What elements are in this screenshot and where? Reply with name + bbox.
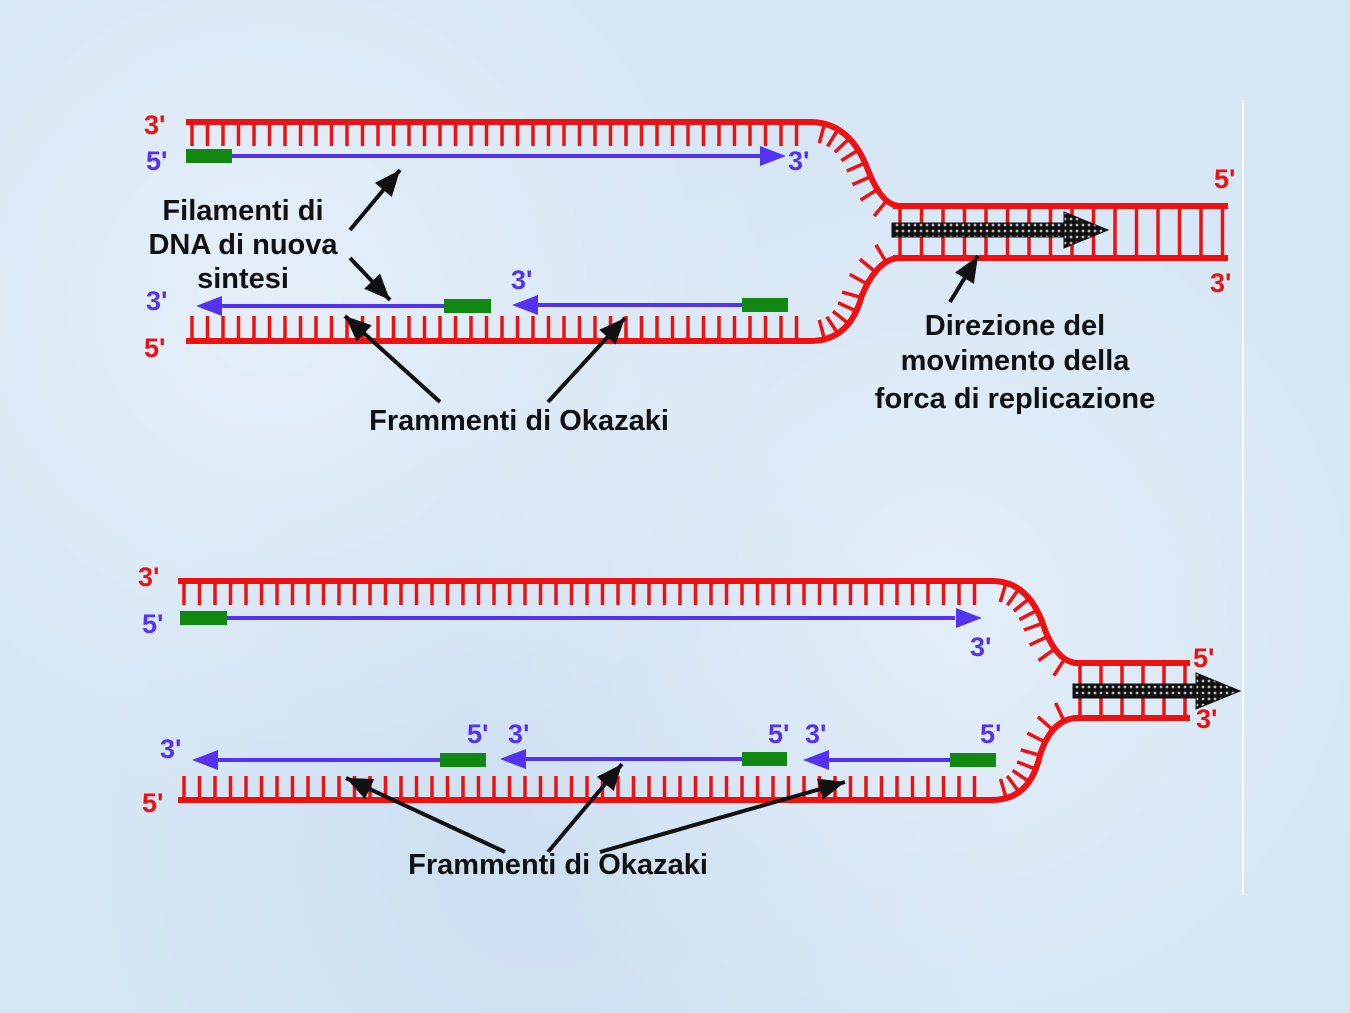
top-template-3-label: 3' — [144, 110, 165, 140]
top-lagging-3-left-label: 3' — [146, 286, 167, 316]
top-upper-template-curve — [809, 119, 901, 209]
bottom-okazaki-pointer-1 — [345, 776, 506, 854]
bottom-okazaki-pointer-1-head — [346, 778, 375, 799]
bottom-okazaki-caption: Frammenti di Okazaki — [408, 849, 708, 881]
fragment2-5-label: 5' — [768, 719, 789, 749]
top-upper-curve-rung — [872, 199, 889, 218]
top-fork-direction-arrow-head — [1063, 211, 1110, 249]
new-strands-pointer-down-head — [364, 273, 390, 300]
bottom-fork-direction-arrow-head — [1195, 672, 1242, 710]
fork-direction-pointer-head — [955, 256, 978, 284]
bottom-upper-curve-rung — [1012, 597, 1031, 613]
fragment1-5-label: 5' — [467, 719, 488, 749]
bottom-leading-primer — [180, 611, 227, 625]
bottom-leading-5-label: 5' — [142, 609, 163, 639]
bottom-lower-curve-rung — [1026, 731, 1046, 744]
bottom-right-5-label: 5' — [1193, 643, 1214, 673]
bottom-panel: 3' 5' 3' 5' 3' 3' 5' 3' 5' 3' 5' 5' Fram… — [138, 562, 1242, 881]
bottom-right-3-label: 3' — [1196, 704, 1217, 734]
top-template-5-label: 5' — [144, 333, 165, 363]
bottom-lower-curve-rung — [1020, 748, 1041, 758]
bottom-lagging-fragment-2-arrowhead — [500, 749, 526, 769]
top-lower-template-curve — [809, 255, 901, 344]
bottom-template-3-label: 3' — [138, 562, 159, 592]
bottom-leading-3-label: 3' — [970, 632, 991, 662]
bottom-lower-curve-rung — [1016, 760, 1037, 771]
fork-direction-caption-line3: forca di replicazione — [875, 383, 1155, 415]
bottom-lagging-fragment-3-arrowhead — [803, 750, 829, 770]
top-upper-curve-rung-guide — [810, 122, 900, 206]
top-lower-curve-rung — [825, 315, 840, 335]
bottom-lower-curve-rung — [1036, 715, 1055, 732]
top-lower-curve-rung — [874, 243, 888, 263]
bottom-lagging-primer-2 — [742, 752, 787, 766]
fork-direction-caption-line2: movimento della — [901, 345, 1131, 377]
bottom-leading-arrowhead — [956, 608, 982, 628]
bottom-upper-curve-rung — [1037, 647, 1056, 662]
top-upper-curve-rung — [846, 161, 866, 173]
new-strands-caption-line1: Filamenti di — [162, 195, 323, 227]
top-lower-curve-rung — [841, 290, 862, 300]
top-upper-curve-rung — [817, 123, 827, 144]
bottom-lower-curve-rung — [1011, 768, 1031, 784]
top-upper-curve-rung — [851, 174, 872, 187]
bottom-lagging-3-left-label: 3' — [160, 734, 181, 764]
bottom-lagging-primer-1 — [440, 753, 486, 767]
top-upper-curve-rung — [840, 148, 860, 163]
top-leading-3-label: 3' — [788, 146, 809, 176]
bottom-upper-curve-rung — [1028, 634, 1049, 647]
top-lagging-3-mid-label: 3' — [511, 265, 532, 295]
fragment2-3-label: 3' — [508, 719, 529, 749]
top-right-5-label: 5' — [1214, 164, 1235, 194]
top-lower-curve-rung — [837, 301, 858, 313]
top-okazaki-pointer-2-head — [599, 318, 625, 345]
bottom-okazaki-pointer-3-head — [816, 778, 845, 800]
new-strands-caption-line3: sintesi — [197, 263, 289, 295]
top-lower-curve-rung-guide — [810, 258, 900, 341]
fragment3-5-label: 5' — [980, 719, 1001, 749]
top-fork-direction-arrow — [891, 222, 1069, 238]
top-lower-curve-rung — [848, 272, 869, 286]
bottom-upper-curve-rung — [1052, 657, 1067, 677]
bottom-upper-curve-rung — [1023, 621, 1044, 632]
bottom-template-5-label: 5' — [142, 788, 163, 818]
bottom-lower-curve-rung — [1005, 774, 1021, 794]
top-upper-curve-rung — [826, 128, 840, 148]
top-lower-curve-rung — [858, 257, 877, 274]
top-okazaki-caption: Frammenti di Okazaki — [369, 405, 669, 437]
bottom-fork-direction-arrow — [1072, 683, 1201, 699]
top-lagging-primer-2 — [742, 298, 788, 312]
bottom-okazaki-pointer-2-head — [596, 764, 622, 791]
bottom-upper-curve-rung-guide — [992, 581, 1078, 663]
top-lagging-fragment-2-arrowhead — [512, 295, 538, 315]
top-leading-5-label: 5' — [146, 146, 167, 176]
top-lagging-primer-1 — [444, 299, 491, 313]
bottom-okazaki-pointer-3 — [599, 780, 846, 854]
top-panel: 3' 5' 3' 5' 3' 3' 3' 5' Filamenti di DNA… — [144, 110, 1235, 437]
top-lower-curve-rung — [831, 309, 850, 325]
bottom-replication-fork — [178, 578, 1242, 854]
top-right-3-label: 3' — [1210, 268, 1231, 298]
top-leading-arrowhead — [760, 146, 786, 166]
bottom-upper-curve-rung — [1018, 608, 1038, 622]
fork-direction-caption-line1: Direzione del — [925, 310, 1106, 342]
bottom-lagging-primer-3 — [950, 753, 996, 767]
bottom-lagging-fragment-1-arrowhead — [192, 750, 218, 770]
new-strands-pointer-up-head — [374, 170, 400, 198]
top-lower-curve-rung — [817, 319, 827, 340]
top-okazaki-pointer-1-head — [345, 316, 372, 342]
bottom-upper-curve-rung — [1005, 587, 1021, 607]
top-upper-curve-rung — [859, 187, 879, 202]
fragment3-3-label: 3' — [805, 719, 826, 749]
bottom-upper-curve-rung — [998, 582, 1008, 603]
top-lagging-fragment-1-arrowhead — [196, 296, 222, 316]
top-upper-curve-rung — [833, 137, 851, 154]
new-strands-caption-line2: DNA di nuova — [148, 229, 338, 261]
top-replication-fork — [186, 119, 1228, 404]
top-leading-primer — [186, 149, 232, 163]
bottom-lower-curve-rung — [1054, 702, 1066, 722]
bottom-lower-curve-rung — [998, 778, 1008, 799]
bottom-upper-template-curve — [991, 578, 1079, 666]
